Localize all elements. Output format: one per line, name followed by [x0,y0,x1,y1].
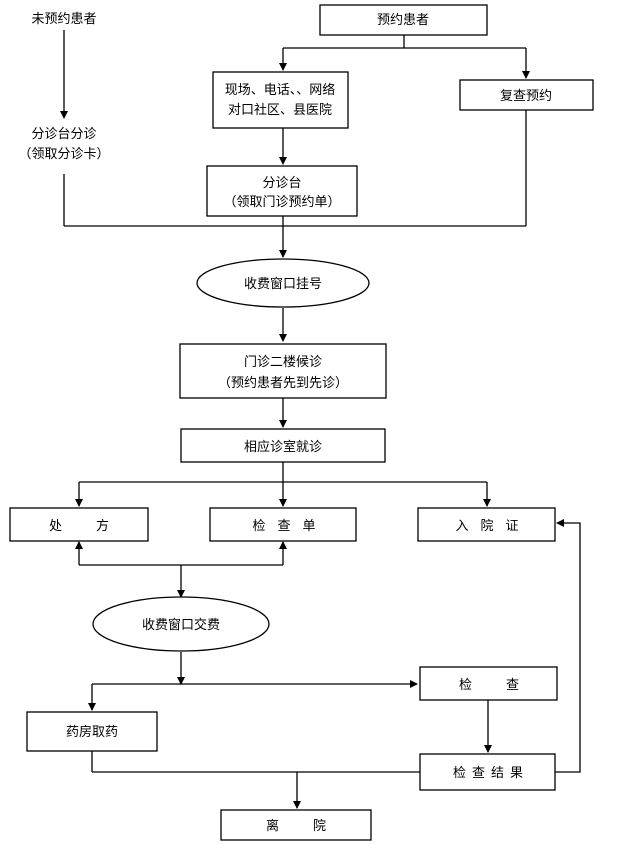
payment-ellipse [92,596,270,652]
exam-result-box [419,753,556,791]
discharge-label: 离院 [266,818,360,834]
exam-result-label: 检查结果 [453,766,529,781]
triage-desk-2-sub-label: （领取门诊预约单） [223,195,340,210]
exam-order-box [209,507,357,542]
edge-result-to-admission [555,519,581,773]
payment-label: 收费窗口交费 [142,617,220,633]
prescription-box [9,507,149,542]
examination-box [419,666,558,701]
triage-desk-2-label: 分诊台 [262,176,301,191]
registration-ellipse [196,258,370,308]
unbooked-patient-label: 未预约患者 [31,12,96,27]
consultation-box [180,428,386,463]
waiting-area-label: 门诊二楼候诊 [244,355,322,370]
booking-channels-box [212,71,349,129]
discharge-box [220,809,372,841]
triage-desk-1-sub-label: （领取分诊卡） [18,147,109,162]
follow-up-label: 复查预约 [500,89,552,104]
prescription-label: 处方 [49,518,143,534]
pharmacy-box [26,711,158,752]
exam-order-label: 检查单 [252,519,327,534]
connectors [60,30,581,809]
consultation-label: 相应诊室就诊 [244,439,322,455]
follow-up-box [459,79,594,111]
registration-label: 收费窗口挂号 [244,276,322,292]
waiting-area-sub-label: （预约患者先到先诊） [218,376,348,391]
admission-box [417,507,556,542]
triage-desk-2-box [206,165,358,217]
examination-label: 检查 [459,678,553,693]
triage-desk-1-label: 分诊台分诊 [31,127,96,142]
booking-channels-line1: 现场、电话、、网络 [225,82,336,98]
admission-label: 入院证 [455,519,530,534]
boxes [9,4,594,841]
pharmacy-label: 药房取药 [66,724,118,740]
booked-patient-box [319,4,488,36]
labels: 未预约患者 预约患者 分诊台分诊 （领取分诊卡） 现场、电话、、网络 对口社区、… [18,12,553,834]
waiting-area-box [179,343,387,399]
booked-patient-label: 预约患者 [377,13,429,28]
booking-channels-line2: 对口社区、县医院 [228,102,332,118]
